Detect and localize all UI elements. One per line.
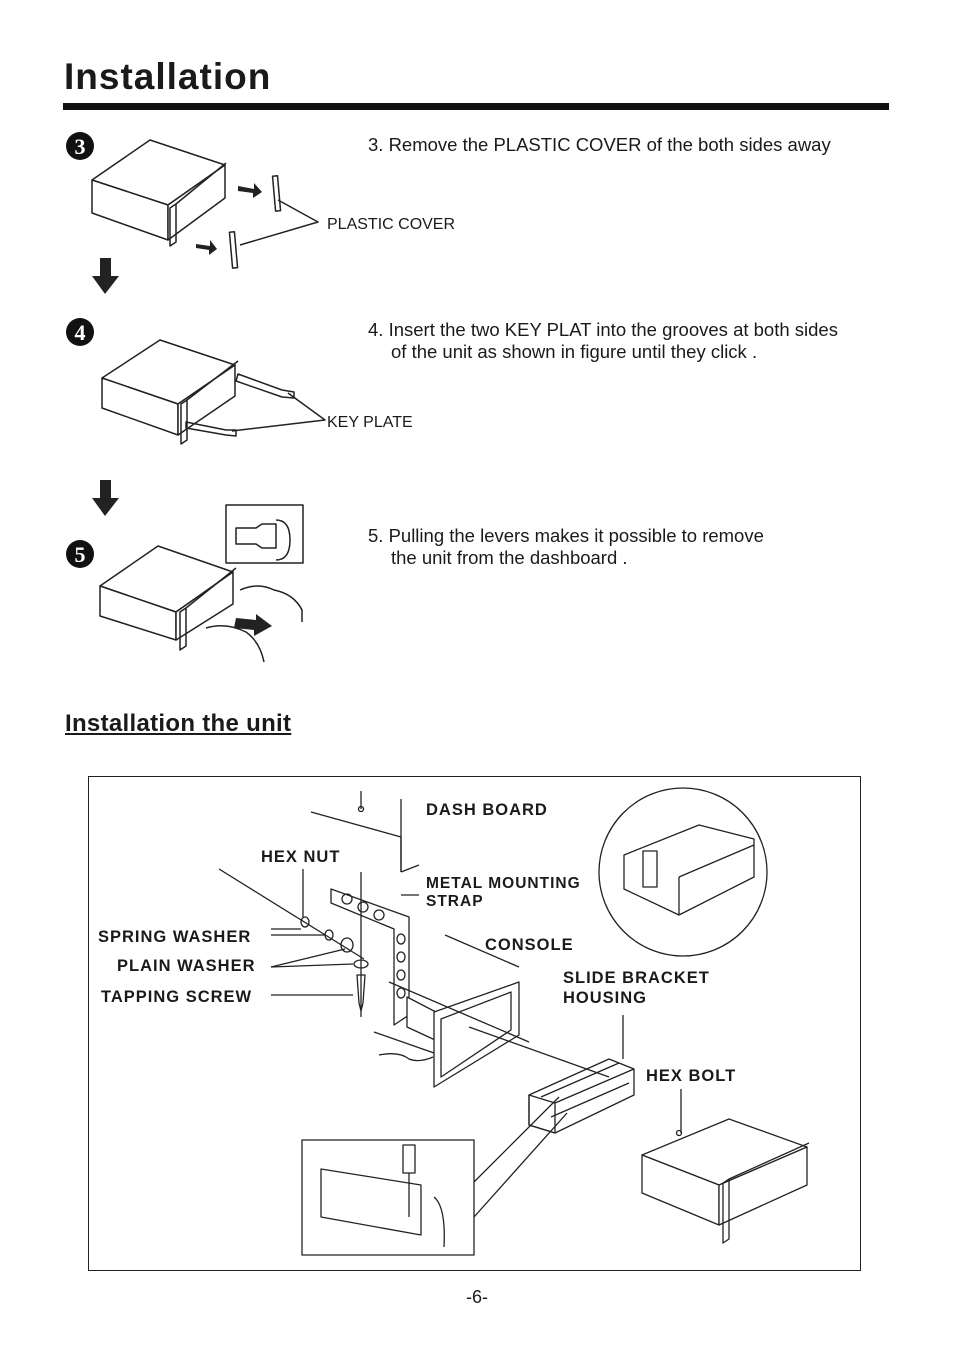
page-number: -6- bbox=[466, 1287, 488, 1307]
step-3-instruction: 3. Remove the PLASTIC COVER of the both … bbox=[368, 134, 831, 156]
console-drawing bbox=[373, 934, 530, 1088]
metal-mounting-strap-label-2: STRAP bbox=[426, 893, 484, 910]
head-unit-drawing bbox=[641, 1089, 810, 1244]
slide-bracket-housing-drawing bbox=[468, 1015, 635, 1134]
screwdriver-inset bbox=[301, 1096, 568, 1256]
spring-washer-label: SPRING WASHER bbox=[98, 928, 252, 946]
console-label: CONSOLE bbox=[485, 936, 574, 954]
key-plate-callout: KEY PLATE bbox=[327, 414, 413, 431]
plastic-cover-parts bbox=[228, 175, 319, 269]
exploded-view-drawing bbox=[218, 787, 810, 1256]
plain-washer-label: PLAIN WASHER bbox=[117, 957, 256, 975]
fastener-hardware bbox=[218, 868, 419, 1012]
step-5-line-1: 5. Pulling the levers makes it possible … bbox=[368, 525, 764, 546]
step-5-line-2: the unit from the dashboard . bbox=[391, 547, 628, 568]
step-5-badge: 5 bbox=[66, 540, 94, 568]
dash-board-label: DASH BOARD bbox=[426, 801, 548, 819]
step-4-instruction: 4. Insert the two KEY PLAT into the groo… bbox=[368, 319, 838, 363]
tapping-screw-label: TAPPING SCREW bbox=[101, 988, 253, 1006]
step-4-badge: 4 bbox=[66, 318, 94, 346]
metal-mounting-strap-label-1: METAL MOUNTING bbox=[426, 875, 581, 892]
direction-arrows bbox=[196, 183, 262, 255]
dash-board-drawing bbox=[310, 791, 420, 873]
step4-unit-drawing bbox=[101, 339, 326, 445]
step-3-badge: 3 bbox=[66, 132, 94, 160]
slide-bracket-housing-label-2: HOUSING bbox=[563, 989, 648, 1007]
title-divider bbox=[63, 103, 889, 110]
step-5-instruction: 5. Pulling the levers makes it possible … bbox=[368, 525, 764, 569]
step-4-line-1: 4. Insert the two KEY PLAT into the groo… bbox=[368, 319, 838, 340]
section-title: Installation the unit bbox=[65, 710, 292, 737]
step-3-line-1: 3. Remove the PLASTIC COVER of the both … bbox=[368, 134, 831, 155]
down-arrow-2 bbox=[92, 480, 119, 516]
removal-steps-illustration bbox=[91, 139, 326, 663]
magnified-detail-circle bbox=[598, 787, 768, 957]
step3-unit-drawing bbox=[91, 139, 227, 247]
down-arrow-1 bbox=[92, 258, 119, 294]
page-title: Installation bbox=[64, 56, 272, 97]
step-4-line-2: of the unit as shown in figure until the… bbox=[391, 341, 758, 362]
hex-bolt-label: HEX BOLT bbox=[646, 1067, 737, 1085]
plastic-cover-callout: PLASTIC COVER bbox=[327, 216, 456, 233]
metal-mounting-strap-drawing bbox=[330, 872, 410, 1026]
step5-unit-drawing bbox=[99, 504, 304, 663]
hex-nut-label: HEX NUT bbox=[261, 848, 341, 866]
slide-bracket-housing-label-1: SLIDE BRACKET bbox=[563, 969, 710, 987]
installation-diagram-frame: DASH BOARD HEX NUT METAL MOUNTING STRAP … bbox=[88, 776, 861, 1271]
